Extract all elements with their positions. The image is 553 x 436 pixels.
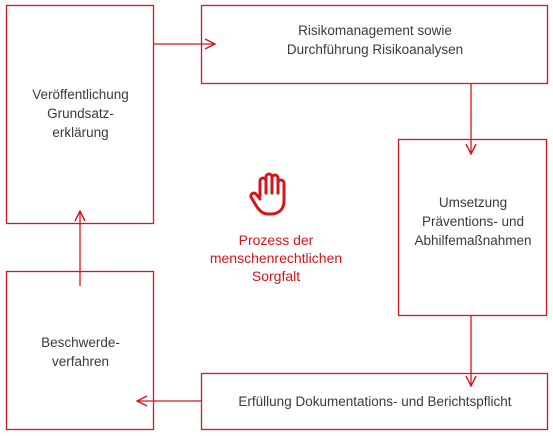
step-umsetzung-label: Umsetzung Präventions- und Abhilfemaßnah… <box>414 195 532 248</box>
step-grundsatzerklaerung-label: Veröffentlichung Grundsatz- erklärung <box>32 87 129 140</box>
step-beschwerde-label: Beschwerde- verfahren <box>41 335 120 369</box>
step-dokumentation-label: Erfüllung Dokumentations- und Berichtspf… <box>238 394 512 409</box>
center-title: Prozess der menschenrechtlichen Sorgfalt <box>209 232 343 284</box>
hand-stop-icon <box>249 172 286 216</box>
box-dokumentation <box>200 372 549 431</box>
box-umsetzung <box>397 138 548 317</box>
step-risikomanagement-label: Risikomanagement sowie Durchführung Risi… <box>286 23 464 57</box>
